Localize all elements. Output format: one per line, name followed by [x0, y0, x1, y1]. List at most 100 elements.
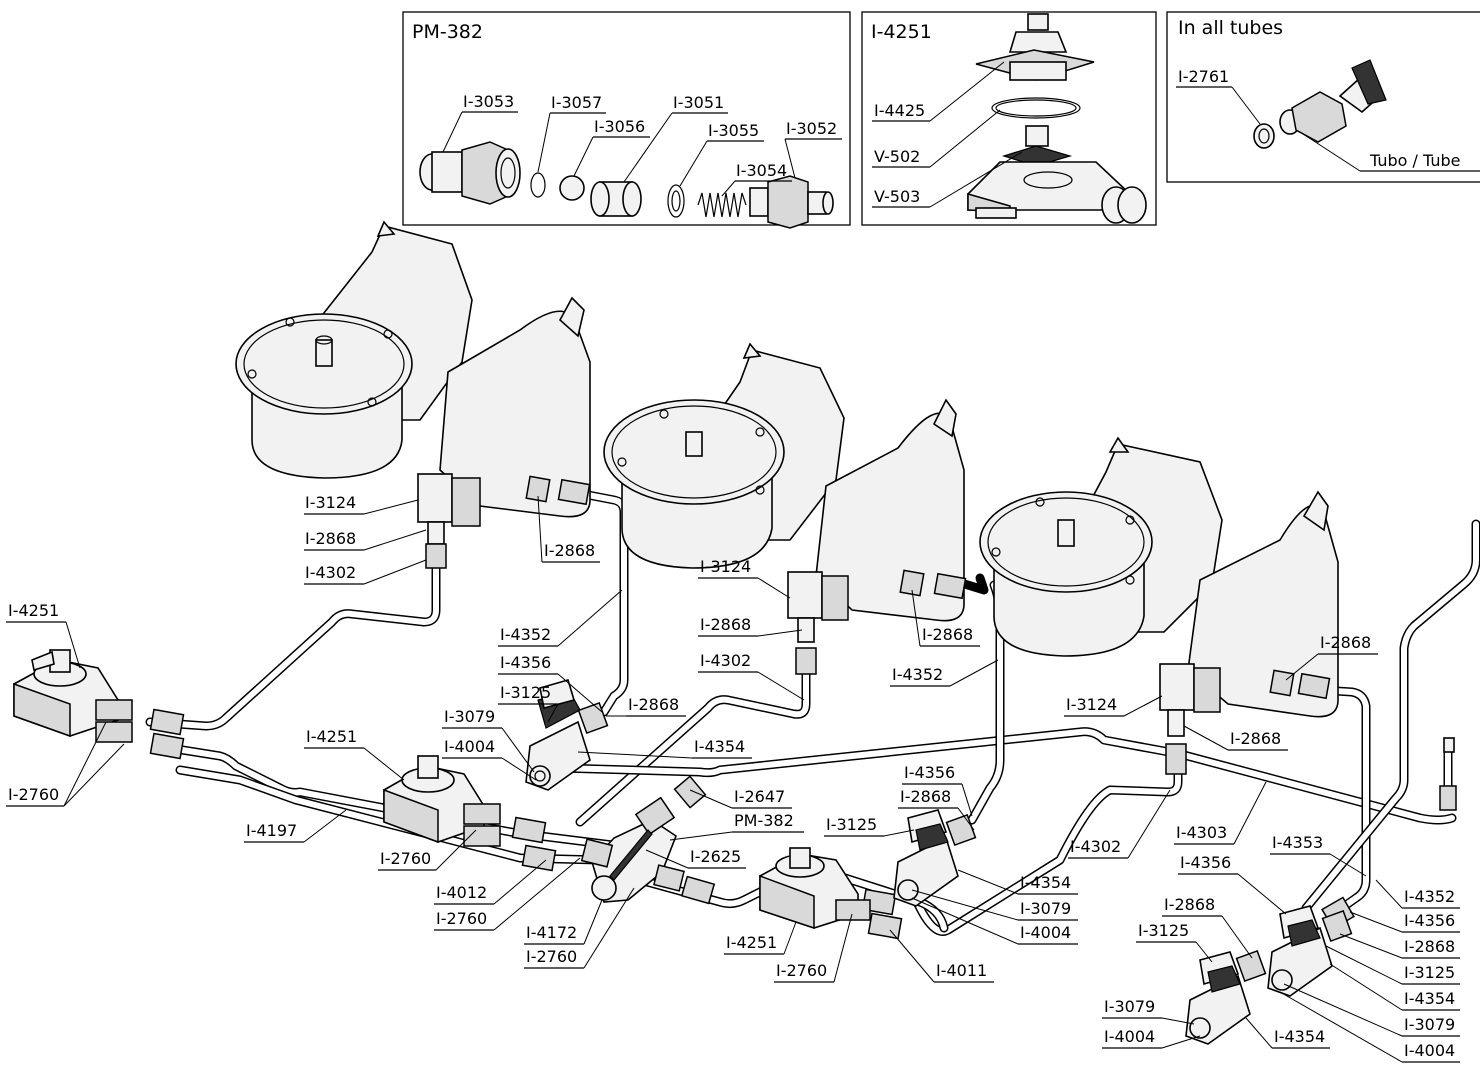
valve-body-part: [749, 175, 834, 229]
callout-i4356: I-4356: [1180, 853, 1231, 872]
callout-i2647: I-2647: [734, 787, 785, 806]
label-v503: V-503: [874, 187, 920, 206]
callout-i4352: I-4352: [892, 665, 943, 684]
callout-i4251: I-4251: [726, 933, 777, 952]
callout-i4356: I-4356: [500, 653, 551, 672]
callout-i4004: I-4004: [444, 737, 495, 756]
callout-i4354: I-4354: [1404, 989, 1455, 1008]
label-i2761: I-2761: [1178, 67, 1229, 86]
callout-i4352: I-4352: [500, 625, 551, 644]
callout-i2868: I-2868: [922, 625, 973, 644]
inset-tubes-title: In all tubes: [1178, 17, 1283, 39]
fitting-part: [419, 141, 521, 205]
inset-tubes: In all tubes I-2761 Tubo / Tube: [1166, 11, 1480, 183]
callout-i4004: I-4004: [1404, 1041, 1455, 1060]
o-ring-part: [530, 172, 546, 198]
ball-valve-2: [893, 809, 977, 907]
callout-i2760: I-2760: [526, 947, 577, 966]
callout-i4012: I-4012: [436, 883, 487, 902]
callout-i3079: I-3079: [444, 707, 495, 726]
ball-valve-3: [1185, 950, 1267, 1045]
callout-i4302: I-4302: [1070, 837, 1121, 856]
valve-base-part: [967, 161, 1147, 224]
callout-i2868: I-2868: [1404, 937, 1455, 956]
callout-i3125: I-3125: [826, 815, 877, 834]
pump-assembly-3: [979, 436, 1339, 775]
callout-i2868: I-2868: [544, 541, 595, 560]
label-v502: V-502: [874, 147, 920, 166]
valve-i4251-3: [759, 847, 871, 930]
label-i3057: I-3057: [551, 93, 602, 112]
callout-i4353: I-4353: [1272, 833, 1323, 852]
inset-i4251-title: I-4251: [871, 21, 932, 43]
label-i3053: I-3053: [463, 92, 514, 111]
callout-i4354: I-4354: [1020, 873, 1071, 892]
callout-i4302: I-4302: [700, 651, 751, 670]
callout-i4172: I-4172: [526, 923, 577, 942]
nut-part: [1279, 59, 1387, 143]
inset-i4251: I-4251 I-4425 V-502 V-503: [861, 11, 1157, 226]
callout-i2868: I-2868: [628, 695, 679, 714]
callout-i4354: I-4354: [694, 737, 745, 756]
callout-i3079: I-3079: [1404, 1015, 1455, 1034]
callout-i4251: I-4251: [8, 601, 59, 620]
pump-assembly-1: [235, 220, 591, 569]
callout-i2868: I-2868: [700, 615, 751, 634]
callout-i4004: I-4004: [1020, 923, 1071, 942]
callout-i4251: I-4251: [306, 727, 357, 746]
callout-i2760: I-2760: [8, 785, 59, 804]
callout-i4352: I-4352: [1404, 887, 1455, 906]
tee-fitting-pm382: [580, 796, 685, 903]
callout-i3125: I-3125: [500, 683, 551, 702]
callout-i4356: I-4356: [1404, 911, 1455, 930]
label-i3056: I-3056: [594, 117, 645, 136]
callout-i2760: I-2760: [380, 849, 431, 868]
callout-pm382: PM-382: [734, 811, 794, 830]
valve-i4251-2: [383, 755, 501, 847]
callout-i2760: I-2760: [776, 961, 827, 980]
callout-i4197: I-4197: [246, 821, 297, 840]
label-i3055: I-3055: [708, 121, 759, 140]
label-i3052: I-3052: [786, 119, 837, 138]
sleeve-part: [590, 181, 642, 217]
label-i3054: I-3054: [736, 161, 787, 180]
impeller-part: [1001, 125, 1073, 167]
callout-i3079: I-3079: [1104, 997, 1155, 1016]
label-tube: Tubo / Tube: [1369, 151, 1460, 170]
ball-valve-1: [525, 679, 609, 791]
ball-valve-4: [1267, 905, 1353, 997]
callout-i3124: I-3124: [1066, 695, 1117, 714]
callout-i4303: I-4303: [1176, 823, 1227, 842]
callout-i4011: I-4011: [936, 961, 987, 980]
callout-i4356: I-4356: [904, 763, 955, 782]
ball-part: [559, 175, 585, 201]
callout-i3079: I-3079: [1020, 899, 1071, 918]
ferrule-part: [1253, 123, 1275, 149]
inset-pm382: PM-382 I-3053 I-3057: [402, 11, 851, 229]
callout-i2868: I-2868: [1230, 729, 1281, 748]
callout-i4354: I-4354: [1274, 1027, 1325, 1046]
callout-i2868: I-2868: [1320, 633, 1371, 652]
pump-assembly-2: [603, 342, 965, 675]
washer-part: [667, 184, 685, 218]
inset-pm382-title: PM-382: [412, 21, 483, 43]
callout-i2625: I-2625: [690, 847, 741, 866]
callout-i3125: I-3125: [1138, 921, 1189, 940]
callout-i4302: I-4302: [305, 563, 356, 582]
callout-i4004: I-4004: [1104, 1027, 1155, 1046]
spring-part: [697, 192, 747, 218]
callout-i2868: I-2868: [1164, 895, 1215, 914]
o-ring-part: [991, 97, 1081, 119]
callouts: I-3124 I-2868 I-4302 I-4251 I-2760 I-286…: [6, 493, 1460, 1063]
label-i3051: I-3051: [673, 93, 724, 112]
piping-network: [145, 485, 1480, 936]
cap-part: [975, 13, 1095, 81]
callout-i3124: I-3124: [305, 493, 356, 512]
pipe-fittings: [149, 475, 1457, 940]
callout-i2868: I-2868: [900, 787, 951, 806]
label-i4425: I-4425: [874, 101, 925, 120]
callout-i2868: I-2868: [305, 529, 356, 548]
callout-i3125: I-3125: [1404, 963, 1455, 982]
